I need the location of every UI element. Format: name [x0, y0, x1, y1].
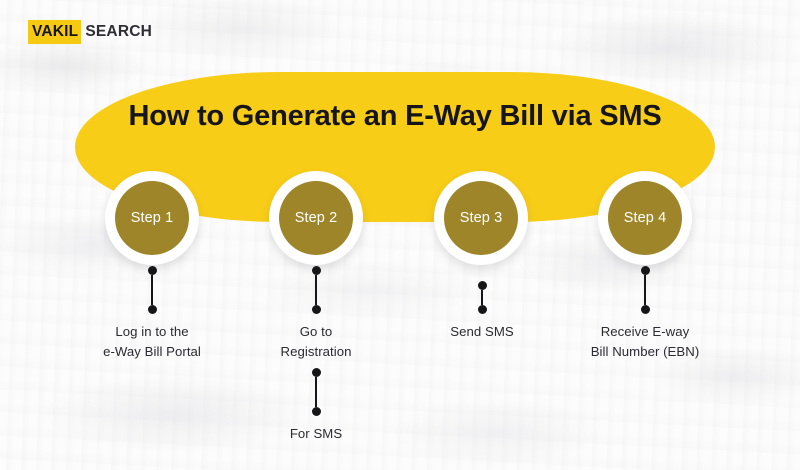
step-badge-label-4: Step 4: [623, 210, 667, 226]
connector-step-2: [310, 266, 322, 314]
connector-step-1: [146, 266, 158, 314]
step-disc-2: Step 2: [279, 181, 353, 255]
connector-dot-top-4: [640, 266, 650, 275]
connector-dot-bottom-3: [477, 305, 487, 314]
step-caption-2-sub: For SMS: [216, 424, 416, 444]
brand-logo-rest: SEARCH: [85, 23, 153, 40]
step-disc-3: Step 3: [444, 181, 518, 255]
step-caption-2-sub-line1: For SMS: [289, 426, 343, 441]
step-circle-4[interactable]: Step 4: [598, 171, 692, 265]
connector-line-3: [480, 290, 484, 305]
connector-step-3: [476, 281, 488, 314]
connector-dot-top-3: [477, 281, 487, 290]
page-title: How to Generate an E-Way Bill via SMS: [128, 100, 662, 132]
connector-dot-top-2: [311, 266, 321, 275]
step-caption-1: Log in to the e-Way Bill Portal: [52, 322, 252, 362]
step-circle-1[interactable]: Step 1: [105, 171, 199, 265]
step-badge-label-2: Step 2: [294, 210, 338, 226]
connector-line-1: [150, 275, 154, 305]
step-disc-1: Step 1: [115, 181, 189, 255]
step-caption-4: Receive E-way Bill Number (EBN): [545, 322, 745, 362]
step-badge-label-3: Step 3: [459, 210, 503, 226]
connector-line-4: [643, 275, 647, 305]
step-circle-3[interactable]: Step 3: [434, 171, 528, 265]
step-disc-4: Step 4: [608, 181, 682, 255]
step-caption-2: Go to Registration: [216, 322, 416, 362]
step-caption-3: Send SMS: [382, 322, 582, 342]
connector-dot-bottom-4: [640, 305, 650, 314]
connector-line-2: [314, 275, 318, 305]
step-caption-4-line1: Receive E-way: [600, 324, 690, 339]
step-badge-label-1: Step 1: [130, 210, 174, 226]
step-caption-2-line1: Go to: [299, 324, 333, 339]
connector-dot-top-2-sub: [311, 368, 321, 377]
step-caption-2-line2: Registration: [280, 343, 352, 359]
step-circle-2[interactable]: Step 2: [269, 171, 363, 265]
connector-step-4: [639, 266, 651, 314]
connector-step-2-sub: [310, 368, 322, 416]
step-caption-4-line2: Bill Number (EBN): [590, 343, 700, 359]
step-caption-3-line1: Send SMS: [450, 324, 514, 339]
brand-logo[interactable]: VAKIL SEARCH: [28, 20, 152, 44]
step-caption-1-line1: Log in to the: [115, 324, 189, 339]
connector-dot-bottom-2-sub: [311, 407, 321, 416]
connector-dot-bottom-1: [147, 305, 157, 314]
connector-dot-bottom-2: [311, 305, 321, 314]
connector-dot-top-1: [147, 266, 157, 275]
step-caption-1-line2: e-Way Bill Portal: [103, 343, 201, 359]
connector-line-2-sub: [314, 377, 318, 407]
brand-logo-highlight: VAKIL: [28, 20, 82, 44]
